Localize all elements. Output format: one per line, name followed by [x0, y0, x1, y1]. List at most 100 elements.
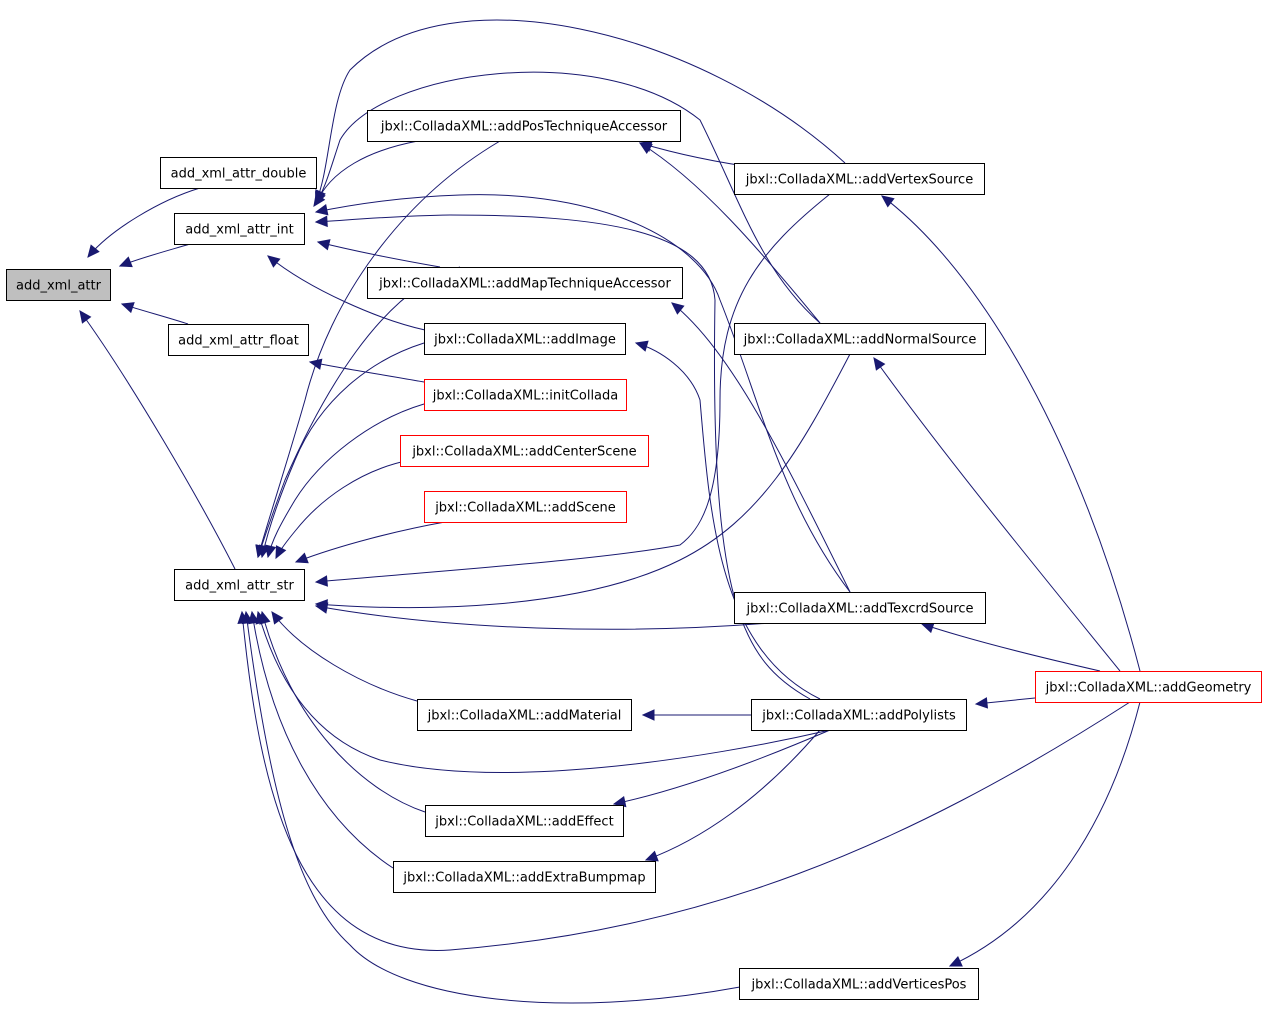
edge-arrowhead	[118, 256, 133, 268]
node-n16[interactable]: jbxl::ColladaXML::addTexcrdSource	[734, 592, 986, 624]
node-n15[interactable]: jbxl::ColladaXML::addNormalSource	[734, 323, 986, 355]
edge-arrowhead	[294, 552, 309, 564]
edge-arrowhead	[920, 622, 935, 634]
node-n0[interactable]: add_xml_attr	[6, 269, 111, 301]
edge-arrowhead	[644, 850, 659, 862]
edge-line	[309, 361, 425, 383]
node-box[interactable]	[734, 163, 985, 195]
node-box[interactable]	[367, 110, 681, 142]
node-n6[interactable]: jbxl::ColladaXML::addMapTechniqueAccesso…	[367, 267, 683, 299]
node-n3[interactable]: add_xml_attr_float	[168, 324, 309, 356]
edge-arrowhead	[671, 302, 685, 315]
edge-line	[645, 729, 821, 861]
edge-n11-n4	[271, 611, 418, 702]
node-box[interactable]	[734, 592, 986, 624]
edge-line	[315, 193, 831, 583]
edge-line	[251, 611, 394, 869]
node-n9[interactable]: jbxl::ColladaXML::addCenterScene	[400, 435, 649, 467]
node-label: jbxl::ColladaXML::addEffect	[434, 815, 613, 830]
node-label: jbxl::ColladaXML::addTexcrdSource	[745, 602, 973, 617]
edge-n1-n0	[87, 187, 201, 258]
edge-arrowhead	[275, 545, 287, 560]
node-n7[interactable]: jbxl::ColladaXML::addImage	[424, 323, 626, 355]
node-box[interactable]	[367, 267, 683, 299]
node-box[interactable]	[739, 968, 979, 1000]
node-n14[interactable]: jbxl::ColladaXML::addVertexSource	[734, 163, 985, 195]
edge-n12-n4	[259, 610, 426, 813]
node-n12[interactable]: jbxl::ColladaXML::addEffect	[425, 805, 624, 837]
edge-n16-n6	[671, 302, 851, 593]
edge-line	[79, 310, 236, 570]
edge-arrowhead	[638, 142, 653, 154]
edge-line	[87, 187, 201, 258]
edge-line	[267, 255, 426, 331]
edge-line	[873, 357, 1121, 672]
node-box[interactable]	[424, 379, 627, 411]
node-n5[interactable]: jbxl::ColladaXML::addPosTechniqueAccesso…	[367, 110, 681, 142]
node-box[interactable]	[417, 699, 632, 731]
node-n13[interactable]: jbxl::ColladaXML::addExtraBumpmap	[393, 861, 656, 893]
edge-line	[881, 195, 1141, 672]
node-box[interactable]	[174, 569, 305, 601]
node-n17[interactable]: jbxl::ColladaXML::addPolylists	[751, 699, 967, 731]
node-label: jbxl::ColladaXML::addScene	[434, 501, 616, 516]
node-n19[interactable]: jbxl::ColladaXML::addGeometry	[1035, 671, 1262, 703]
edge-arrowhead	[873, 357, 886, 371]
edges-layer	[79, 19, 1141, 1004]
edge-n17-n7	[634, 340, 821, 700]
node-label: jbxl::ColladaXML::initCollada	[432, 389, 619, 404]
edge-n19-n17	[974, 697, 1036, 709]
node-box[interactable]	[168, 324, 309, 356]
edge-n6-n2	[316, 239, 441, 268]
node-box[interactable]	[393, 861, 656, 893]
node-box[interactable]	[400, 435, 649, 467]
edge-n2-n0	[118, 243, 191, 268]
node-label: jbxl::ColladaXML::addVertexSource	[745, 173, 973, 188]
node-n2[interactable]: add_xml_attr_int	[174, 213, 305, 245]
edge-n19-n18	[948, 701, 1141, 967]
edge-n19-n14	[881, 195, 1141, 672]
node-n11[interactable]: jbxl::ColladaXML::addMaterial	[417, 699, 632, 731]
edge-line	[275, 459, 411, 559]
edge-line	[635, 342, 821, 700]
node-label: add_xml_attr_int	[185, 223, 293, 238]
node-n4[interactable]: add_xml_attr_str	[174, 569, 305, 601]
node-box[interactable]	[424, 323, 626, 355]
edge-n8-n4	[265, 403, 425, 559]
node-box[interactable]	[751, 699, 967, 731]
edge-line	[921, 623, 1101, 672]
edge-arrowhead	[314, 602, 329, 614]
node-label: jbxl::ColladaXML::addImage	[433, 333, 616, 348]
node-label: jbxl::ColladaXML::addMapTechniqueAccesso…	[378, 277, 671, 292]
node-box[interactable]	[1035, 671, 1262, 703]
node-box[interactable]	[424, 491, 627, 523]
node-label: jbxl::ColladaXML::addCenterScene	[411, 445, 636, 460]
edge-n17-n11	[641, 709, 751, 721]
edge-line	[315, 605, 771, 630]
node-n18[interactable]: jbxl::ColladaXML::addVerticesPos	[739, 968, 979, 1000]
nodes-layer: add_xml_attr add_xml_attr_double add_xml_a…	[6, 110, 1262, 1000]
edge-n15-n5	[638, 142, 821, 324]
edge-n17-n13	[644, 729, 821, 862]
edge-n19-n15	[873, 357, 1121, 672]
node-box[interactable]	[174, 213, 305, 245]
edge-line	[241, 611, 1131, 951]
edge-line	[613, 729, 831, 805]
node-box[interactable]	[425, 805, 624, 837]
node-label: jbxl::ColladaXML::addVerticesPos	[751, 978, 967, 993]
node-n10[interactable]: jbxl::ColladaXML::addScene	[424, 491, 627, 523]
node-box[interactable]	[160, 157, 317, 189]
edge-n7-n2	[267, 255, 426, 331]
node-box[interactable]	[6, 269, 111, 301]
node-box[interactable]	[734, 323, 986, 355]
node-n1[interactable]: add_xml_attr_double	[160, 157, 317, 189]
node-label: jbxl::ColladaXML::addMaterial	[427, 709, 622, 724]
edge-n7-n4	[258, 342, 425, 559]
node-n8[interactable]: jbxl::ColladaXML::initCollada	[424, 379, 627, 411]
edge-line	[257, 611, 831, 773]
edge-arrowhead	[634, 340, 649, 352]
node-label: jbxl::ColladaXML::addNormalSource	[743, 333, 977, 348]
edge-arrowhead	[255, 610, 267, 625]
edge-n4-n0	[79, 310, 236, 570]
